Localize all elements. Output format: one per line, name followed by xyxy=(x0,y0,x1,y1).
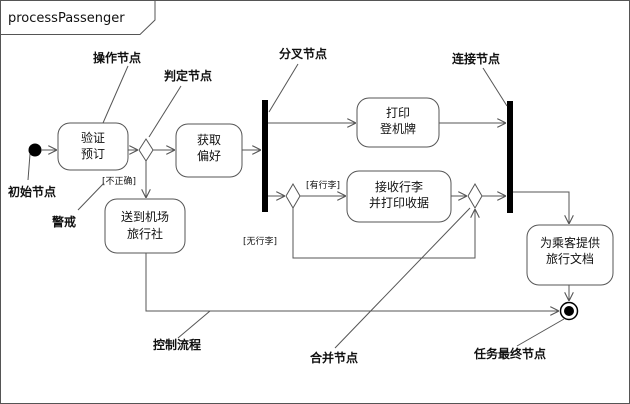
callout-control-flow: 控制流程 xyxy=(153,337,201,352)
flow-agency-to-final xyxy=(145,253,559,311)
callout-action-node: 操作节点 xyxy=(93,50,141,65)
action-print-line2: 登机牌 xyxy=(380,121,416,136)
leader-final-node xyxy=(516,318,565,347)
luggage-decision-node xyxy=(285,183,301,209)
guard-has-luggage: [有行李] xyxy=(306,179,340,191)
action-send-to-agency xyxy=(104,198,186,254)
action-docs-line1: 为乘客提供 xyxy=(540,235,600,250)
action-print-line1: 打印 xyxy=(386,106,410,120)
action-verify-booking xyxy=(57,122,129,171)
initial-node xyxy=(28,143,42,157)
flow-no-luggage xyxy=(292,208,475,259)
action-docs-line2: 旅行文档 xyxy=(546,251,594,266)
join-bar xyxy=(507,101,513,213)
leader-decision-node xyxy=(148,85,182,138)
action-provide-documents xyxy=(526,224,614,286)
final-node xyxy=(564,306,574,316)
action-prefs-line2: 偏好 xyxy=(197,148,221,163)
action-luggage-line1: 接收行李 xyxy=(375,179,423,194)
fork-bar xyxy=(262,100,268,212)
diagram-title: processPassenger xyxy=(8,11,125,26)
leader-initial-node xyxy=(27,153,31,181)
callout-fork-node: 分叉节点 xyxy=(279,46,327,61)
leader-guard xyxy=(77,182,105,211)
action-agency-line2: 旅行社 xyxy=(127,226,163,241)
callout-merge-node: 合并节点 xyxy=(310,350,358,365)
guard-not-correct: [不正确] xyxy=(102,175,136,187)
action-verify-line1: 验证 xyxy=(81,130,105,145)
action-verify-line2: 预订 xyxy=(81,147,105,161)
callout-initial-node: 初始节点 xyxy=(8,184,56,199)
action-agency-line1: 送到机场 xyxy=(121,209,169,224)
guard-no-luggage: [无行李] xyxy=(243,235,277,247)
merge-node xyxy=(467,183,483,209)
leader-join-node xyxy=(482,67,508,107)
flow-join-to-docs xyxy=(513,191,569,224)
callout-join-node: 连接节点 xyxy=(452,51,500,66)
action-prefs-line1: 获取 xyxy=(197,133,221,147)
callout-guard: 警戒 xyxy=(51,214,76,229)
callout-decision-node: 判定节点 xyxy=(164,68,212,83)
leader-action-node xyxy=(102,65,129,124)
decision-node xyxy=(138,138,154,162)
callout-final-node: 任务最终节点 xyxy=(473,346,546,361)
leader-merge-node xyxy=(334,207,471,349)
title-tab xyxy=(0,0,156,35)
action-luggage-line2: 并打印收据 xyxy=(369,196,429,210)
leader-control-flow xyxy=(177,310,211,339)
leader-fork-node xyxy=(268,63,299,113)
